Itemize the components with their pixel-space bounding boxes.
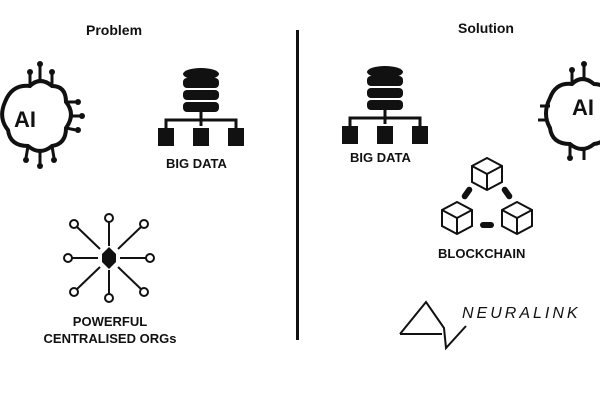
blockchain-cubes-icon: [441, 156, 533, 236]
ai-brain-icon: [538, 61, 600, 161]
problem-bigdata-label: BIG DATA: [166, 156, 227, 171]
problem-heading: Problem: [86, 22, 143, 38]
ai-brain-icon: [0, 61, 85, 169]
problem-orgs-label-line1: POWERFUL: [72, 314, 148, 329]
problem-orgs-label-line2: CENTRALISED ORGs: [43, 331, 177, 346]
solution-heading: Solution: [458, 20, 514, 36]
neuralink-wordmark: NEURALINK: [462, 305, 581, 322]
solution-bigdata-label: BIG DATA: [350, 150, 411, 165]
database-network-icon: [158, 68, 244, 146]
center-divider: [296, 30, 299, 340]
problem-ai-label: AI: [14, 107, 36, 132]
centralised-arrows-icon: [63, 213, 155, 303]
database-network-icon: [342, 66, 428, 144]
solution-ai-label: AI: [572, 95, 594, 120]
neuralink-logo: [399, 300, 467, 351]
solution-blockchain-label: BLOCKCHAIN: [438, 246, 526, 261]
